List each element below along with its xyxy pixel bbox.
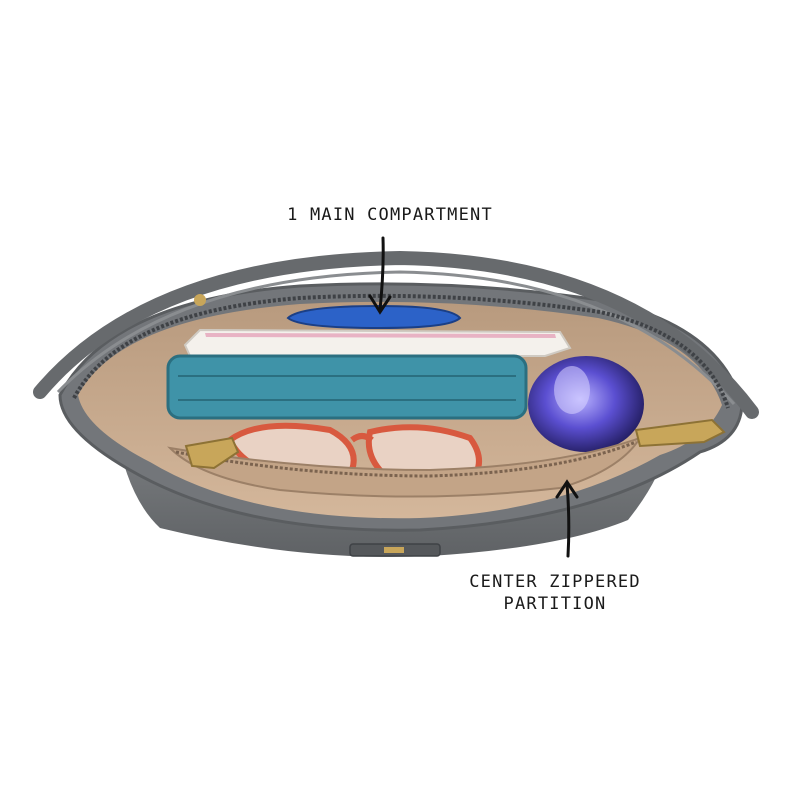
bag-handle-front — [33, 250, 759, 419]
smartphone — [286, 304, 462, 330]
zip-wallet — [166, 354, 528, 420]
main-compartment-label: 1 MAIN COMPARTMENT — [287, 205, 493, 225]
arrow-center-partition — [555, 479, 579, 558]
bag-handle-back — [56, 270, 736, 405]
center-partition-label: CENTER ZIPPERED PARTITION — [440, 571, 670, 615]
bottle-highlight — [554, 366, 590, 414]
center-partition-label-line2: PARTITION — [503, 594, 607, 614]
main-zipper-track — [72, 293, 730, 409]
center-partition — [167, 436, 643, 498]
main-zipper-pull — [634, 418, 726, 448]
arrow-main-compartment — [368, 236, 392, 315]
notebook-cover-pattern — [205, 333, 556, 338]
partition-zipper-track — [175, 440, 637, 478]
center-partition-label-line1: CENTER ZIPPERED — [469, 572, 641, 592]
brand-plate-logo — [384, 547, 404, 553]
partition-zipper-pull — [184, 436, 240, 470]
gold-stud-left — [194, 294, 206, 306]
